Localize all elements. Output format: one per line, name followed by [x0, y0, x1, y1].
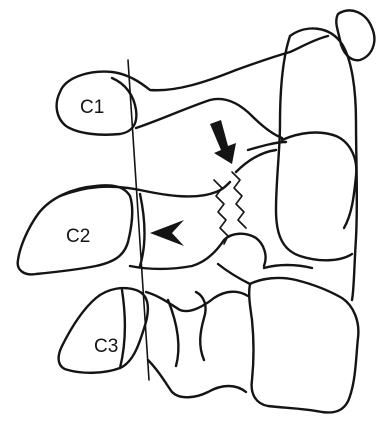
posterior-element — [248, 28, 357, 300]
c3-label: C3 — [94, 336, 118, 357]
lower-posterior-element — [218, 264, 358, 412]
c2-label: C2 — [66, 226, 90, 247]
c3-vertebra — [59, 288, 248, 397]
left-arrowhead-icon — [150, 220, 184, 246]
down-arrow-icon — [210, 120, 236, 164]
c1-vertebra — [57, 10, 375, 138]
c2-vertebra — [18, 182, 266, 274]
c1-label: C1 — [80, 97, 104, 118]
fracture-lines — [214, 150, 276, 244]
